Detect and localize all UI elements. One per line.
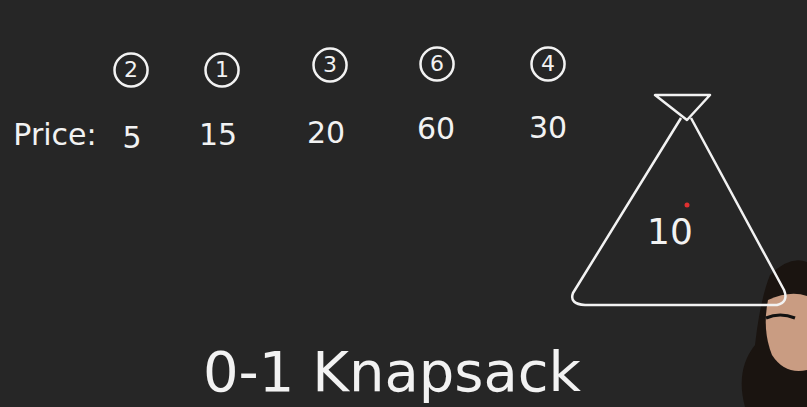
item-circle: 1	[204, 52, 240, 88]
price-value: 30	[529, 113, 567, 143]
item-number: 1	[215, 59, 229, 81]
item-number: 2	[124, 59, 138, 81]
knapsack-bag: 10	[565, 90, 790, 312]
row-label: Price:	[13, 120, 96, 150]
board-title: 0-1 Knapsack	[203, 344, 581, 400]
price-value: 20	[307, 118, 345, 148]
circle-stroke	[531, 47, 564, 80]
presenter-glasses	[766, 315, 795, 318]
item-number: 4	[541, 53, 555, 75]
circle-stroke	[114, 53, 147, 86]
bag-outline	[565, 90, 790, 312]
item-number: 6	[430, 53, 444, 75]
item-circle: 3	[312, 47, 348, 83]
item-number: 3	[323, 54, 337, 76]
item-circle: 4	[530, 46, 566, 82]
item-circle: 2	[113, 52, 149, 88]
price-value: 5	[122, 123, 141, 153]
item-circle: 6	[419, 46, 455, 82]
bag-body	[572, 118, 785, 305]
price-value: 60	[417, 114, 455, 144]
price-value: 15	[199, 120, 237, 150]
presenter-hair	[742, 260, 807, 407]
circle-stroke	[205, 53, 238, 86]
circle-stroke	[313, 48, 346, 81]
capacity-value: 10	[647, 214, 693, 250]
circle-stroke	[420, 47, 453, 80]
bag-knot	[655, 95, 710, 120]
pointer-dot	[685, 203, 690, 208]
